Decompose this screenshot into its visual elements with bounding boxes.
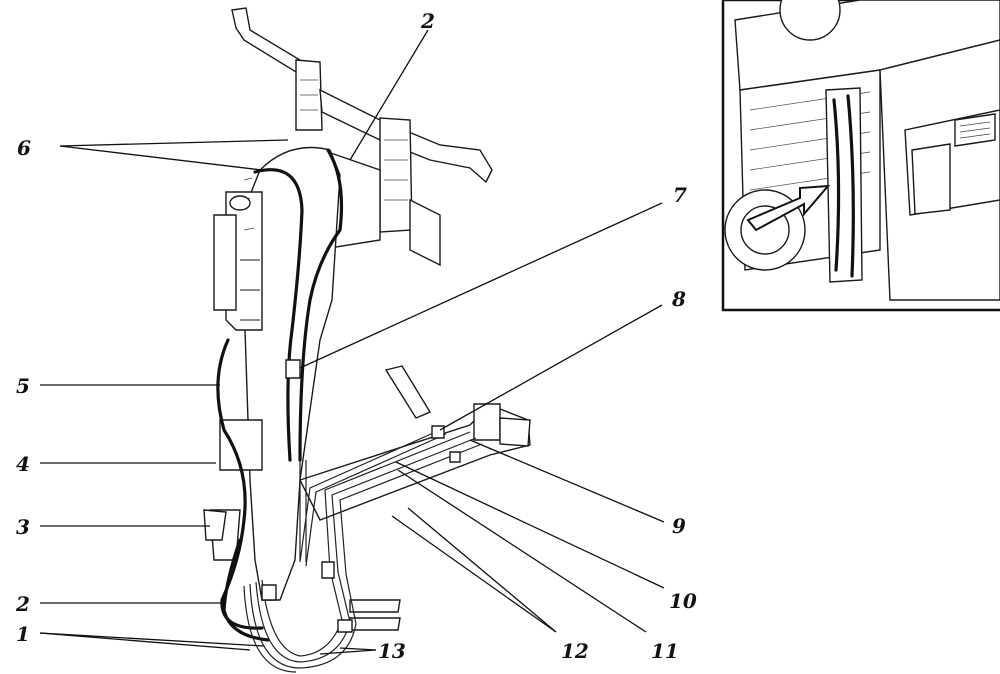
callout-10: 10 <box>669 589 697 613</box>
callout-9: 9 <box>672 514 686 538</box>
vehicle-location-inset <box>721 0 1000 312</box>
callout-3: 3 <box>16 515 30 539</box>
callout-4: 4 <box>16 452 30 476</box>
leader-lines <box>39 29 665 655</box>
rigid-pipes <box>243 359 483 673</box>
callout-11: 11 <box>651 639 679 663</box>
callout-13: 13 <box>378 639 406 663</box>
vertical-column <box>209 146 341 601</box>
callout-6: 6 <box>17 136 31 160</box>
callout-2-top: 2 <box>420 9 435 33</box>
callout-8: 8 <box>671 287 686 311</box>
flexible-hoses <box>216 148 344 642</box>
callout-1: 1 <box>16 622 30 646</box>
callout-12: 12 <box>561 639 589 663</box>
callout-labels: 2 6 7 8 5 4 3 2 1 13 12 11 10 9 <box>15 9 697 663</box>
callout-2-bottom: 2 <box>15 592 30 616</box>
callout-7: 7 <box>673 183 687 207</box>
callout-5: 5 <box>16 374 30 398</box>
